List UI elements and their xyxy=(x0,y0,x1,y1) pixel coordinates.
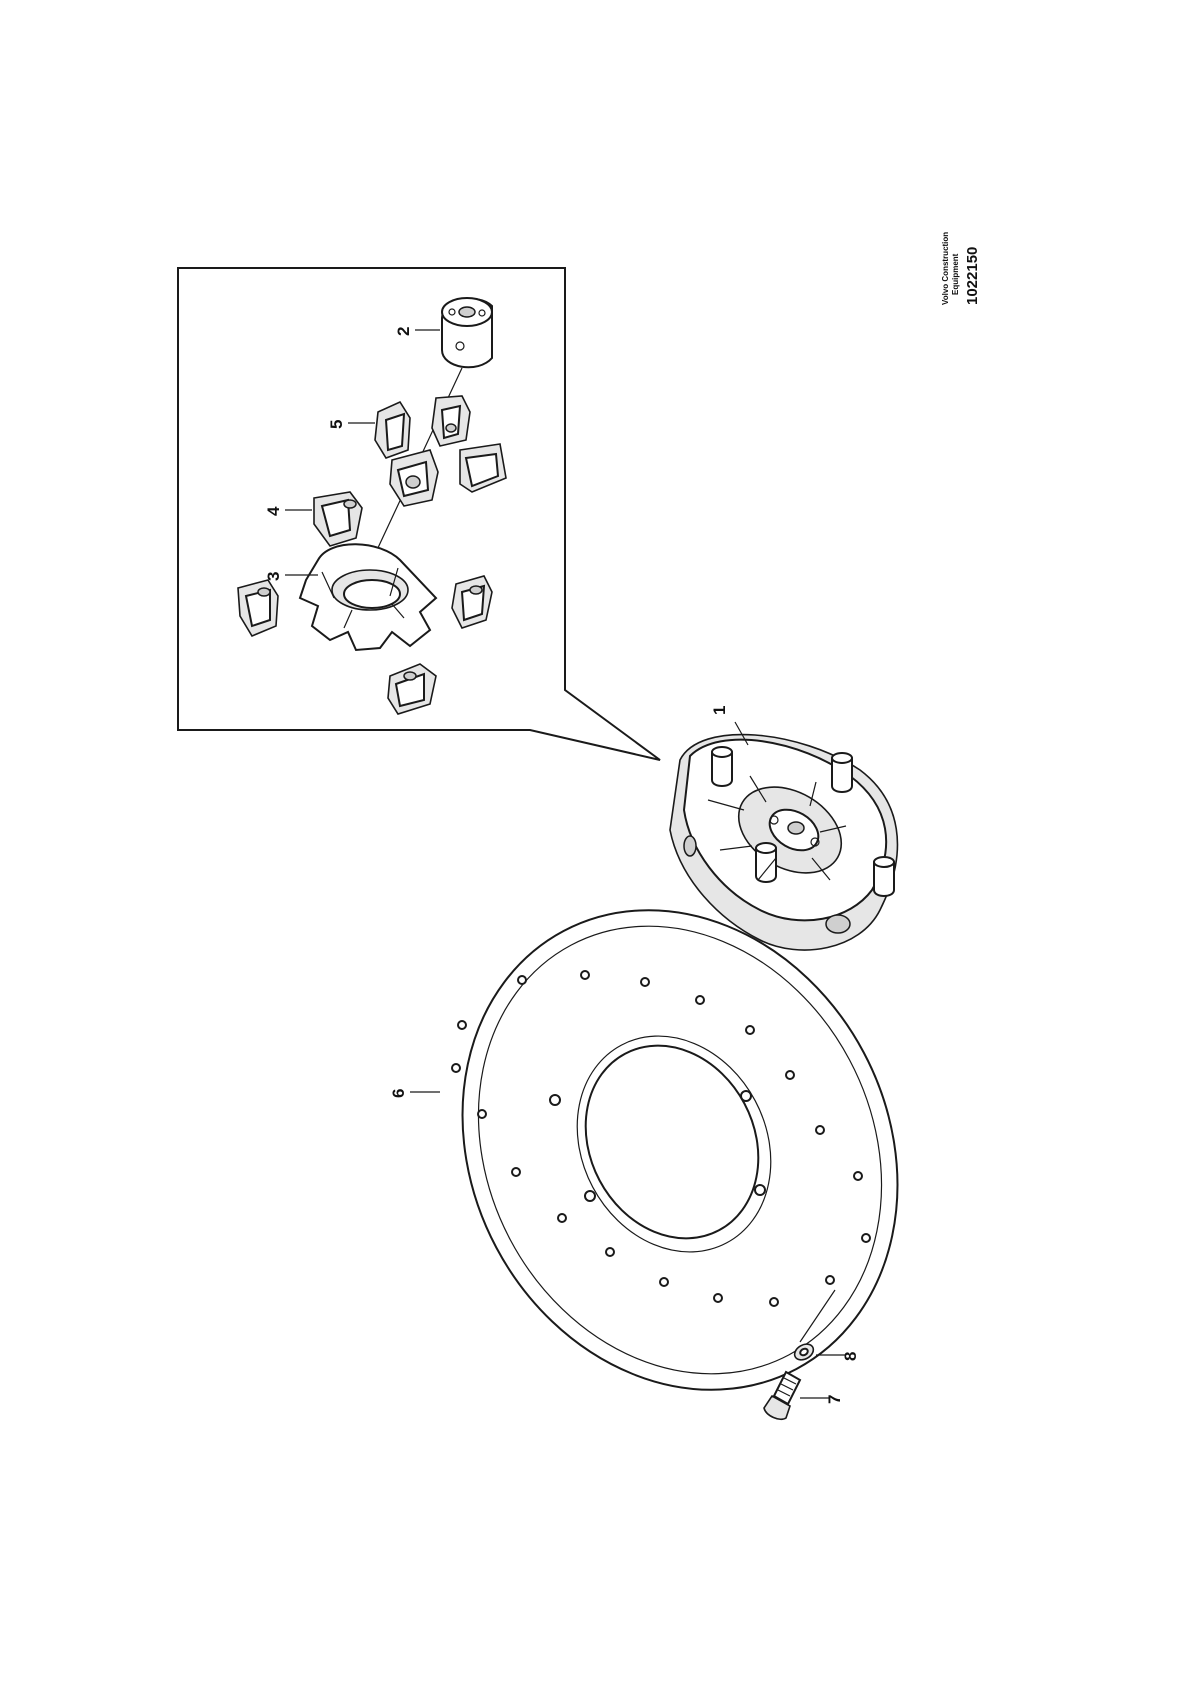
callout-5: 5 xyxy=(327,420,346,429)
callout-3: 3 xyxy=(264,572,283,581)
callout-2: 2 xyxy=(394,327,413,336)
bolt-axis-line xyxy=(799,1289,836,1343)
drawing-number: 1022150 xyxy=(964,247,981,305)
brand-line-2: Equipment xyxy=(951,253,960,295)
part-5-element-b xyxy=(431,395,471,447)
coupling-pin xyxy=(873,856,895,897)
callout-8: 8 xyxy=(841,1352,860,1361)
detail-frame xyxy=(177,267,661,761)
coupling-pin xyxy=(755,842,777,883)
part-7-bolt xyxy=(763,1370,802,1421)
leader-1 xyxy=(734,721,749,746)
part-5-element-f xyxy=(387,663,437,715)
part-5-element-e xyxy=(451,575,493,629)
part-5-element xyxy=(374,400,411,459)
callout-4: 4 xyxy=(264,506,283,516)
callout-7: 7 xyxy=(825,1395,844,1404)
title-block: Volvo Construction Equipment 1022150 xyxy=(941,232,981,305)
part-6-flange xyxy=(451,909,899,1391)
coupling-pin xyxy=(831,752,853,793)
part-5-element-c xyxy=(459,443,507,493)
part-1-coupling xyxy=(669,733,899,951)
part-3-spider xyxy=(298,543,438,652)
callout-1: 1 xyxy=(710,706,729,715)
part-5-element-d xyxy=(237,579,279,638)
part-2-hub xyxy=(441,297,493,369)
coupling-pin xyxy=(711,746,733,787)
part-4-element xyxy=(313,491,363,547)
insert-piece xyxy=(389,449,439,507)
part-8-washer xyxy=(793,1343,815,1361)
brand-line-1: Volvo Construction xyxy=(941,232,950,305)
callout-6: 6 xyxy=(389,1089,408,1098)
